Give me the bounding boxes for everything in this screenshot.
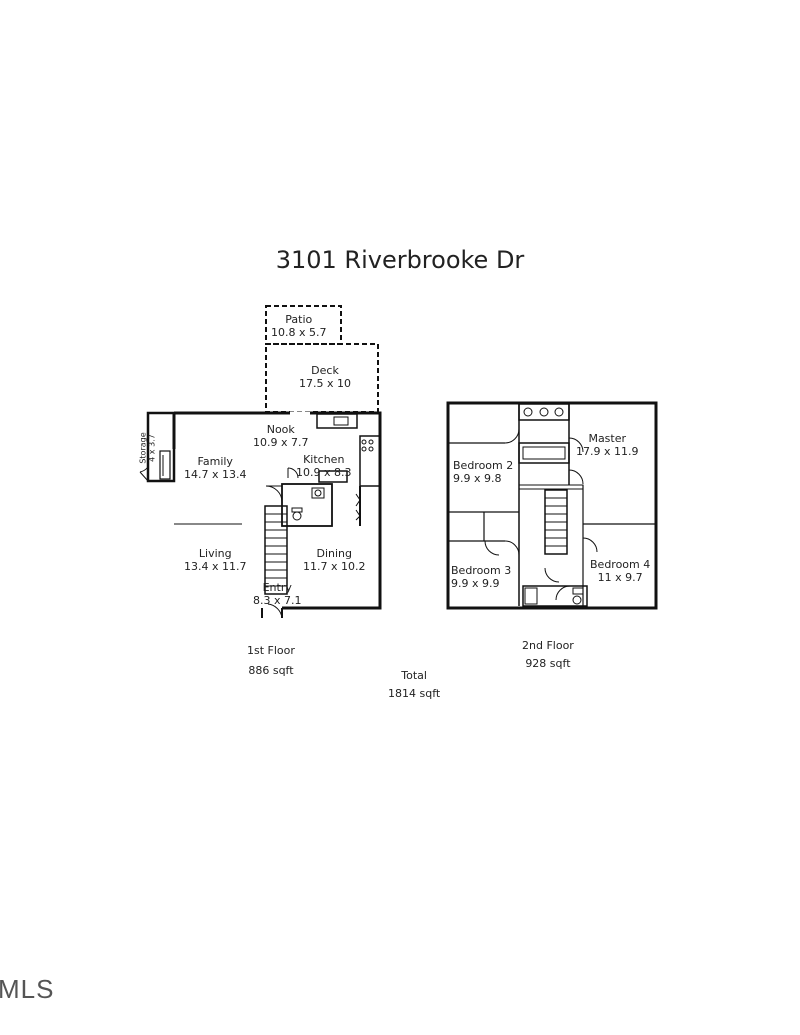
kitchen-counter-top <box>316 413 358 429</box>
plan-title: 3101 Riverbrooke Dr <box>275 246 525 274</box>
master-bath-tub <box>518 442 570 464</box>
mls-watermark: MLS <box>0 974 55 1004</box>
first-floor-plan <box>139 305 382 619</box>
second-floor-outer-wall <box>446 401 658 610</box>
kitchen-counter-right <box>359 435 381 487</box>
master-bath-vanity <box>518 403 570 421</box>
second-floor-plan <box>446 401 658 610</box>
hall-bath <box>522 585 588 607</box>
first-floor-outer-wall <box>174 411 382 610</box>
first-floor-stairs <box>264 505 288 595</box>
powder-room <box>281 483 333 527</box>
kitchen-island <box>318 470 348 483</box>
storage-closet <box>146 411 176 483</box>
